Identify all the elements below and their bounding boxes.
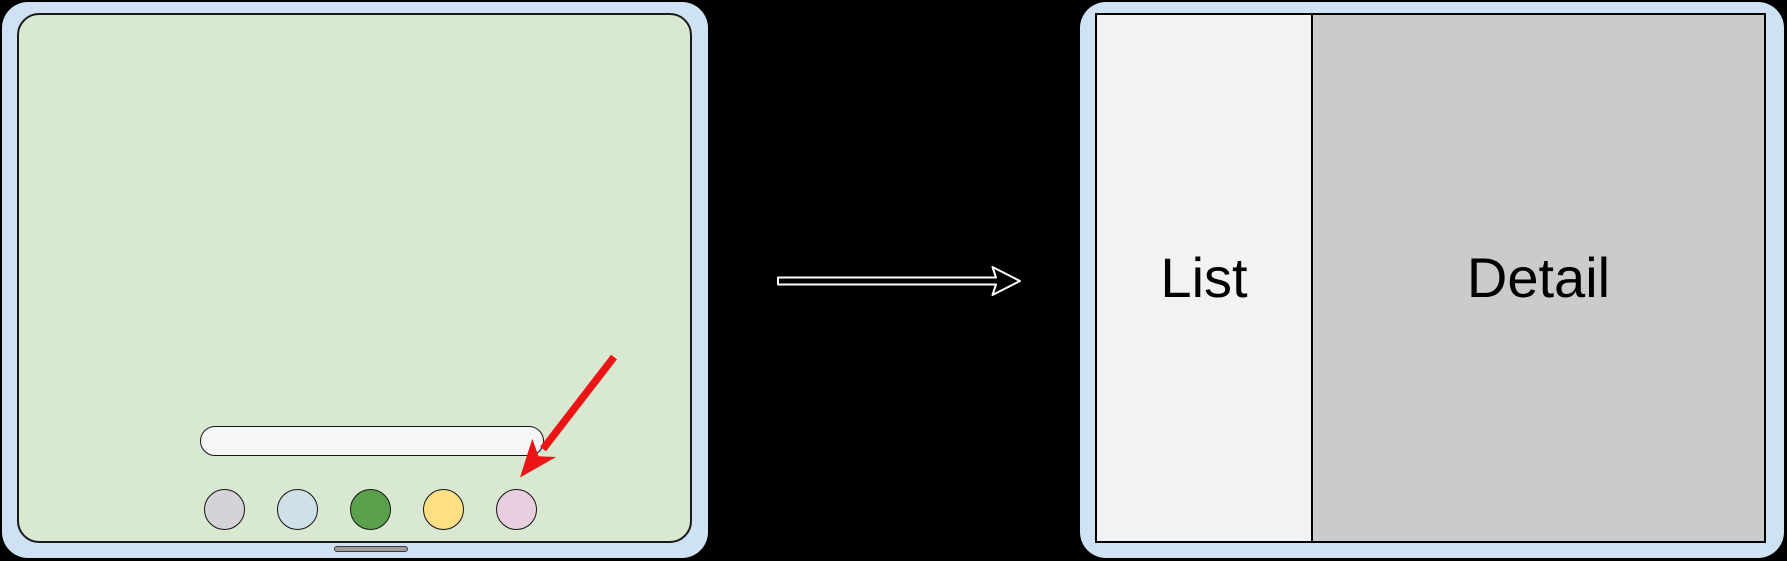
dock-icon-green[interactable] (350, 489, 391, 530)
list-panel: List (1097, 15, 1313, 541)
dock-icon-pink[interactable] (496, 489, 537, 530)
dock-icon-gray[interactable] (204, 489, 245, 530)
dock-icon-yellow[interactable] (423, 489, 464, 530)
transition-arrow-icon (777, 266, 1021, 296)
dock-icon-blue[interactable] (277, 489, 318, 530)
split-view: List Detail (1095, 13, 1766, 543)
home-screen (17, 13, 692, 552)
search-bar[interactable] (200, 426, 544, 456)
detail-panel: Detail (1313, 15, 1764, 541)
split-view-device-frame: List Detail (1080, 2, 1784, 558)
home-indicator[interactable] (334, 546, 408, 552)
detail-panel-label: Detail (1466, 246, 1611, 309)
home-screen-device-frame (2, 2, 708, 558)
list-panel-label: List (1160, 246, 1248, 309)
